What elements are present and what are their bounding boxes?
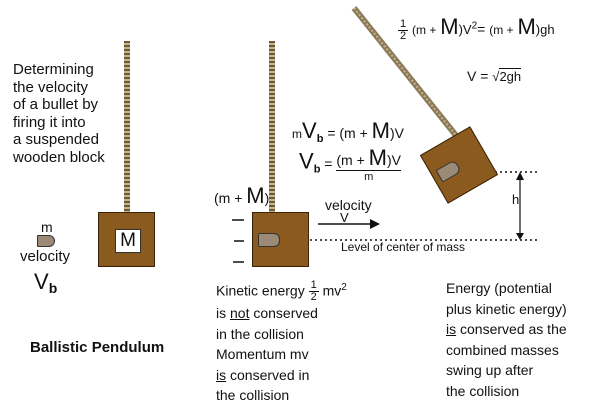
- caption-line: firing it into: [13, 113, 86, 131]
- text-line: is conserved as the: [446, 321, 567, 337]
- left-block: M: [98, 212, 155, 267]
- bullet-mass-label: m: [41, 219, 53, 235]
- bullet-velocity-symbol: Vb: [34, 269, 58, 296]
- diagram-title: Ballistic Pendulum: [30, 339, 165, 356]
- combined-mass-label: (m + M): [214, 183, 270, 208]
- text-line: is conserved in: [216, 366, 310, 383]
- height-arrowhead-down: [516, 233, 524, 240]
- text-line: combined masses: [446, 341, 559, 358]
- caption-line: Determining: [13, 61, 94, 78]
- text-line: swing up after: [446, 362, 534, 378]
- embedded-bullet-icon: [435, 159, 462, 183]
- result-equation: V = √2gh: [467, 68, 522, 84]
- level-label: Level of center of mass: [341, 240, 466, 254]
- text-line: the collision: [446, 382, 520, 399]
- text-line: in the collision: [216, 325, 304, 342]
- height-label: h: [512, 192, 520, 207]
- velocity-arrowhead: [370, 219, 380, 229]
- left-caption: Determining the velocity of a bullet by …: [13, 61, 105, 166]
- text-line: is not conserved: [216, 305, 318, 322]
- caption-line: the velocity: [13, 78, 89, 96]
- block-label: M: [115, 229, 141, 253]
- text-line: plus kinetic energy): [446, 300, 567, 317]
- right-rope: [351, 6, 461, 140]
- left-rope: [124, 41, 130, 213]
- bullet-icon: [37, 235, 55, 247]
- middle-block: [252, 212, 309, 267]
- caption-line: wooden block: [13, 148, 105, 166]
- bullet-velocity-label: velocity: [20, 248, 71, 265]
- text-line: Energy (potential: [446, 280, 552, 296]
- text-line: Momentum mv: [216, 346, 309, 363]
- velocity-label: velocity: [325, 197, 372, 213]
- middle-rope: [269, 41, 275, 213]
- embedded-bullet-icon: [258, 233, 280, 247]
- caption-line: a suspended: [13, 131, 99, 148]
- velocity-symbol: V: [340, 210, 349, 225]
- height-arrowhead-up: [516, 172, 524, 180]
- text-line: the collision: [216, 387, 290, 404]
- energy-conserved-text: Energy (potential plus kinetic energy) i…: [446, 278, 567, 401]
- momentum-equation: mVb = (m + M)V: [292, 118, 404, 145]
- caption-line: of a bullet by: [13, 96, 99, 113]
